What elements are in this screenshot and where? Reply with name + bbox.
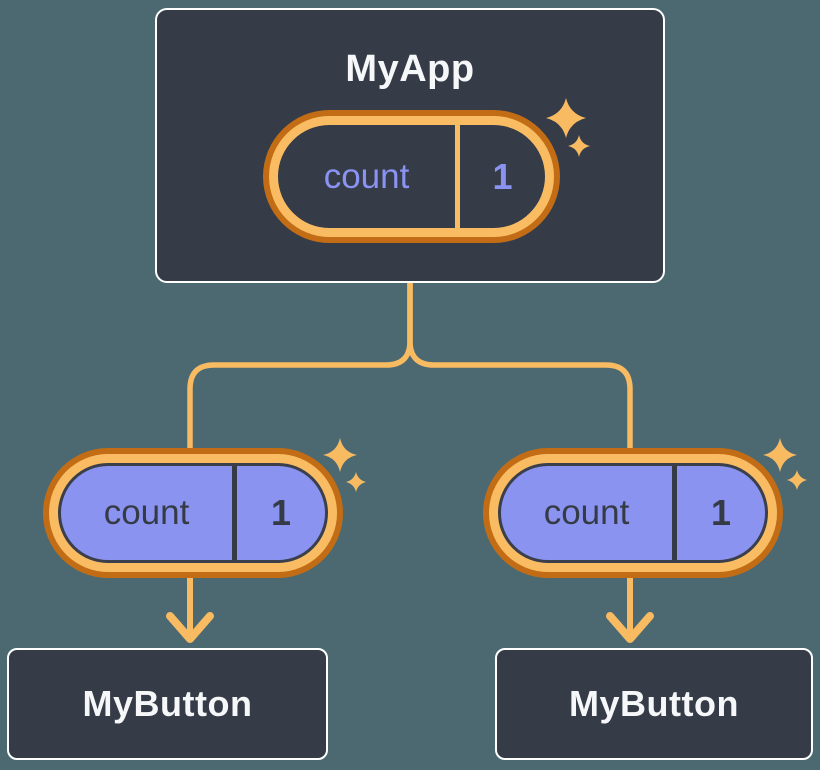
node-myapp-title: MyApp	[345, 48, 475, 90]
state-pill-ring: count 1	[489, 454, 777, 572]
state-name: count	[323, 156, 410, 196]
state-name: count	[103, 493, 190, 532]
state-name: count	[543, 493, 630, 532]
state-pill-child-right: count 1	[483, 448, 783, 578]
sparkle-icon	[346, 472, 366, 492]
state-pill-divider	[455, 125, 460, 228]
state-pill-ring: count 1	[269, 116, 554, 237]
sparkle-icon	[763, 438, 797, 472]
state-pill-body: count 1	[498, 463, 768, 563]
state-pill-child-left: count 1	[43, 448, 343, 578]
state-value: 1	[492, 155, 513, 197]
node-mybutton-title: MyButton	[82, 683, 253, 724]
state-pill-body: count 1	[278, 125, 545, 228]
state-pill-root: count 1	[263, 110, 560, 243]
state-pill-body: count 1	[58, 463, 328, 563]
branch-right	[407, 283, 633, 452]
state-pill-ring: count 1	[49, 454, 337, 572]
state-pill-divider	[232, 466, 237, 560]
state-value: 1	[710, 492, 732, 533]
sparkle-icon	[787, 470, 807, 490]
state-pill-divider	[672, 466, 677, 560]
sparkle-icon	[323, 438, 357, 472]
arrow-down-icon	[166, 612, 214, 643]
node-mybutton-title: MyButton	[569, 683, 739, 724]
branch-left	[187, 283, 413, 452]
arrow-down-icon	[606, 612, 654, 643]
node-mybutton-right: MyButton	[495, 648, 813, 760]
state-value: 1	[270, 492, 292, 533]
node-mybutton-left: MyButton	[7, 648, 328, 760]
